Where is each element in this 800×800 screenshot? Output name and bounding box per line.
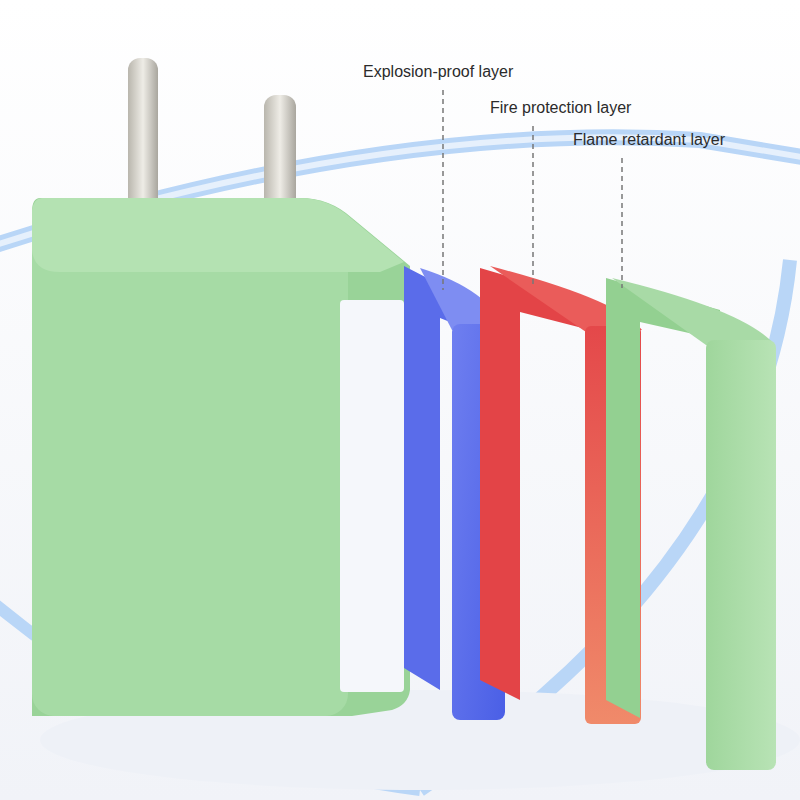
shield-outline [420, 260, 790, 790]
flame-retardant-layer [612, 278, 775, 345]
leader-line [442, 90, 444, 290]
charger-body [32, 198, 410, 716]
leader-line [532, 126, 534, 285]
charger-front [32, 214, 348, 716]
callout-label: Explosion-proof layer [363, 62, 513, 81]
callout-label: Flame retardant layer [573, 130, 725, 149]
inner-panel [340, 300, 404, 692]
charger-top [32, 198, 404, 272]
callout-label: Fire protection layer [490, 98, 631, 117]
flame-retardant-layer [706, 340, 776, 770]
fire-protection-layer [480, 268, 590, 700]
flame-retardant-layer [606, 278, 720, 718]
leader-line [621, 158, 623, 288]
